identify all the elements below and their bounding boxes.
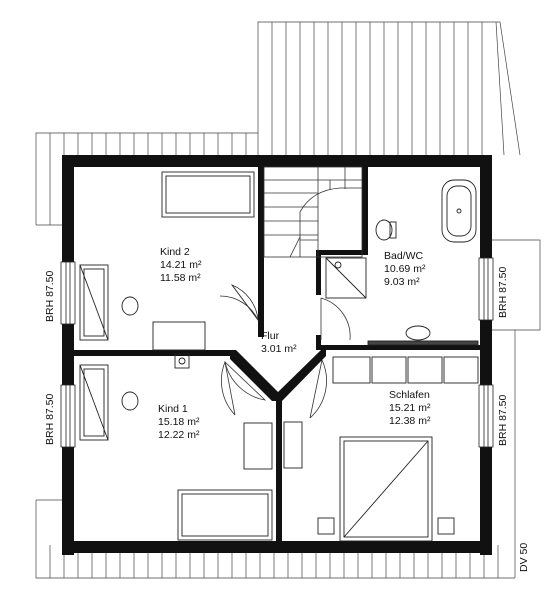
kind2-area-gross: 14.21 m² [160, 259, 202, 271]
windows [60, 257, 494, 448]
bad-area-gross: 10.69 m² [384, 263, 426, 275]
roof-hatch-top [35, 21, 541, 579]
flur-name: Flur [261, 330, 280, 342]
schlafen-area-net: 12.38 m² [389, 415, 431, 427]
schlafen-area-gross: 15.21 m² [389, 402, 431, 414]
interior-walls [74, 167, 480, 541]
room-label-kind1: Kind 1 15.18 m² 12.22 m² [158, 403, 199, 442]
window-label-left-top: BRH 87.50 [44, 270, 56, 322]
kind1-furniture [79, 364, 273, 541]
room-label-flur: Flur 3.01 m² [261, 330, 297, 356]
kind1-area-gross: 15.18 m² [158, 416, 200, 428]
schlafen-furniture [283, 356, 479, 542]
bad-area-net: 9.03 m² [384, 276, 420, 288]
door-swings [219, 284, 351, 419]
window-label-left-bottom: BRH 87.50 [44, 393, 56, 445]
window-label-right-bottom: BRH 87.50 [497, 394, 509, 446]
room-label-kind2: Kind 2 14.21 m² 11.58 m² [160, 246, 201, 285]
kind1-name: Kind 1 [158, 403, 188, 415]
section-marker: DV 50 [518, 542, 530, 572]
room-label-bad: Bad/WC 10.69 m² 9.03 m² [384, 250, 425, 289]
exterior-walls [62, 155, 492, 555]
staircase [263, 166, 363, 258]
room-label-schlafen: Schlafen 15.21 m² 12.38 m² [389, 389, 430, 428]
kind2-furniture [79, 171, 255, 369]
flur-area-gross: 3.01 m² [261, 343, 297, 355]
bad-name: Bad/WC [384, 250, 424, 262]
kind1-area-net: 12.22 m² [158, 429, 200, 441]
kind2-area-net: 11.58 m² [160, 272, 201, 284]
schlafen-name: Schlafen [389, 389, 430, 401]
kind2-name: Kind 2 [160, 246, 190, 258]
bathroom-fixtures [325, 179, 479, 346]
window-label-right-top: BRH 87.50 [497, 266, 509, 318]
